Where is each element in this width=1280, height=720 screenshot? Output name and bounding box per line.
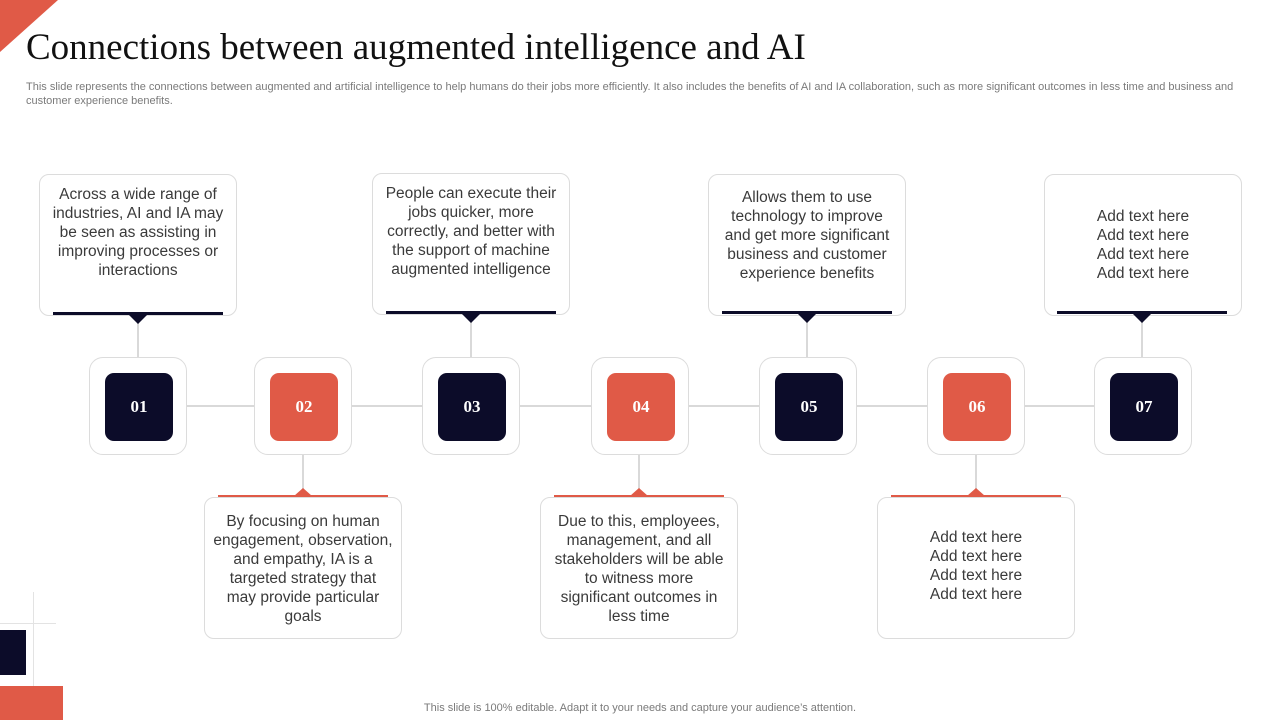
card-bar [386,311,556,314]
info-card-02: By focusing on human engagement, observa… [204,497,402,639]
connector-line [856,405,928,407]
card-pointer [967,488,985,496]
connector-line [638,455,640,490]
connector-line [806,322,808,358]
step-node-01: 01 [89,357,187,455]
info-card-06: Add text here Add text here Add text her… [877,497,1075,639]
info-card-text: Add text here Add text here Add text her… [1096,208,1190,282]
step-node-06: 06 [927,357,1025,455]
step-number-06: 06 [943,373,1011,441]
card-bar [554,495,724,498]
step-node-05: 05 [759,357,857,455]
info-card-text: Due to this, employees, management, and … [554,513,724,625]
connector-line [688,405,759,407]
slide-title: Connections between augmented intelligen… [26,27,806,68]
decorative-line [33,592,34,704]
info-card-text: Allows them to use technology to improve… [724,189,890,282]
card-bar [53,312,223,315]
step-number-02: 02 [270,373,338,441]
card-pointer [294,488,312,496]
step-number-05: 05 [775,373,843,441]
step-number-04: 04 [607,373,675,441]
connector-line [302,455,304,490]
card-bar [218,495,388,498]
connector-line [137,322,139,358]
step-node-04: 04 [591,357,689,455]
step-number-07: 07 [1110,373,1178,441]
info-card-text: People can execute their jobs quicker, m… [385,185,557,278]
corner-triangle-decoration [0,0,58,52]
step-node-03: 03 [422,357,520,455]
step-node-02: 02 [254,357,352,455]
connector-line [1141,322,1143,358]
card-bar [891,495,1061,498]
info-card-07: Add text here Add text here Add text her… [1044,174,1242,316]
connector-line [1025,405,1094,407]
info-card-05: Allows them to use technology to improve… [708,174,906,316]
card-pointer [630,488,648,496]
card-pointer [1133,314,1151,323]
footer-note: This slide is 100% editable. Adapt it to… [423,702,857,714]
info-card-text: Add text here Add text here Add text her… [929,529,1023,603]
step-node-07: 07 [1094,357,1192,455]
connector-line [975,455,977,490]
decorative-block [0,686,63,720]
decorative-line [0,623,56,624]
card-pointer [129,315,147,324]
step-number-01: 01 [105,373,173,441]
info-card-01: Across a wide range of industries, AI an… [39,174,237,316]
info-card-text: Across a wide range of industries, AI an… [52,186,224,279]
step-number-03: 03 [438,373,506,441]
card-bar [1057,311,1227,314]
connector-line [519,405,592,407]
connector-line [351,405,422,407]
card-pointer [462,314,480,323]
card-pointer [798,314,816,323]
info-card-04: Due to this, employees, management, and … [540,497,738,639]
connector-line [470,322,472,358]
connector-line [186,405,254,407]
slide-subtitle: This slide represents the connections be… [26,81,1234,107]
card-bar [722,311,892,314]
info-card-text: By focusing on human engagement, observa… [213,513,393,625]
decorative-block [0,630,26,675]
info-card-03: People can execute their jobs quicker, m… [372,173,570,315]
